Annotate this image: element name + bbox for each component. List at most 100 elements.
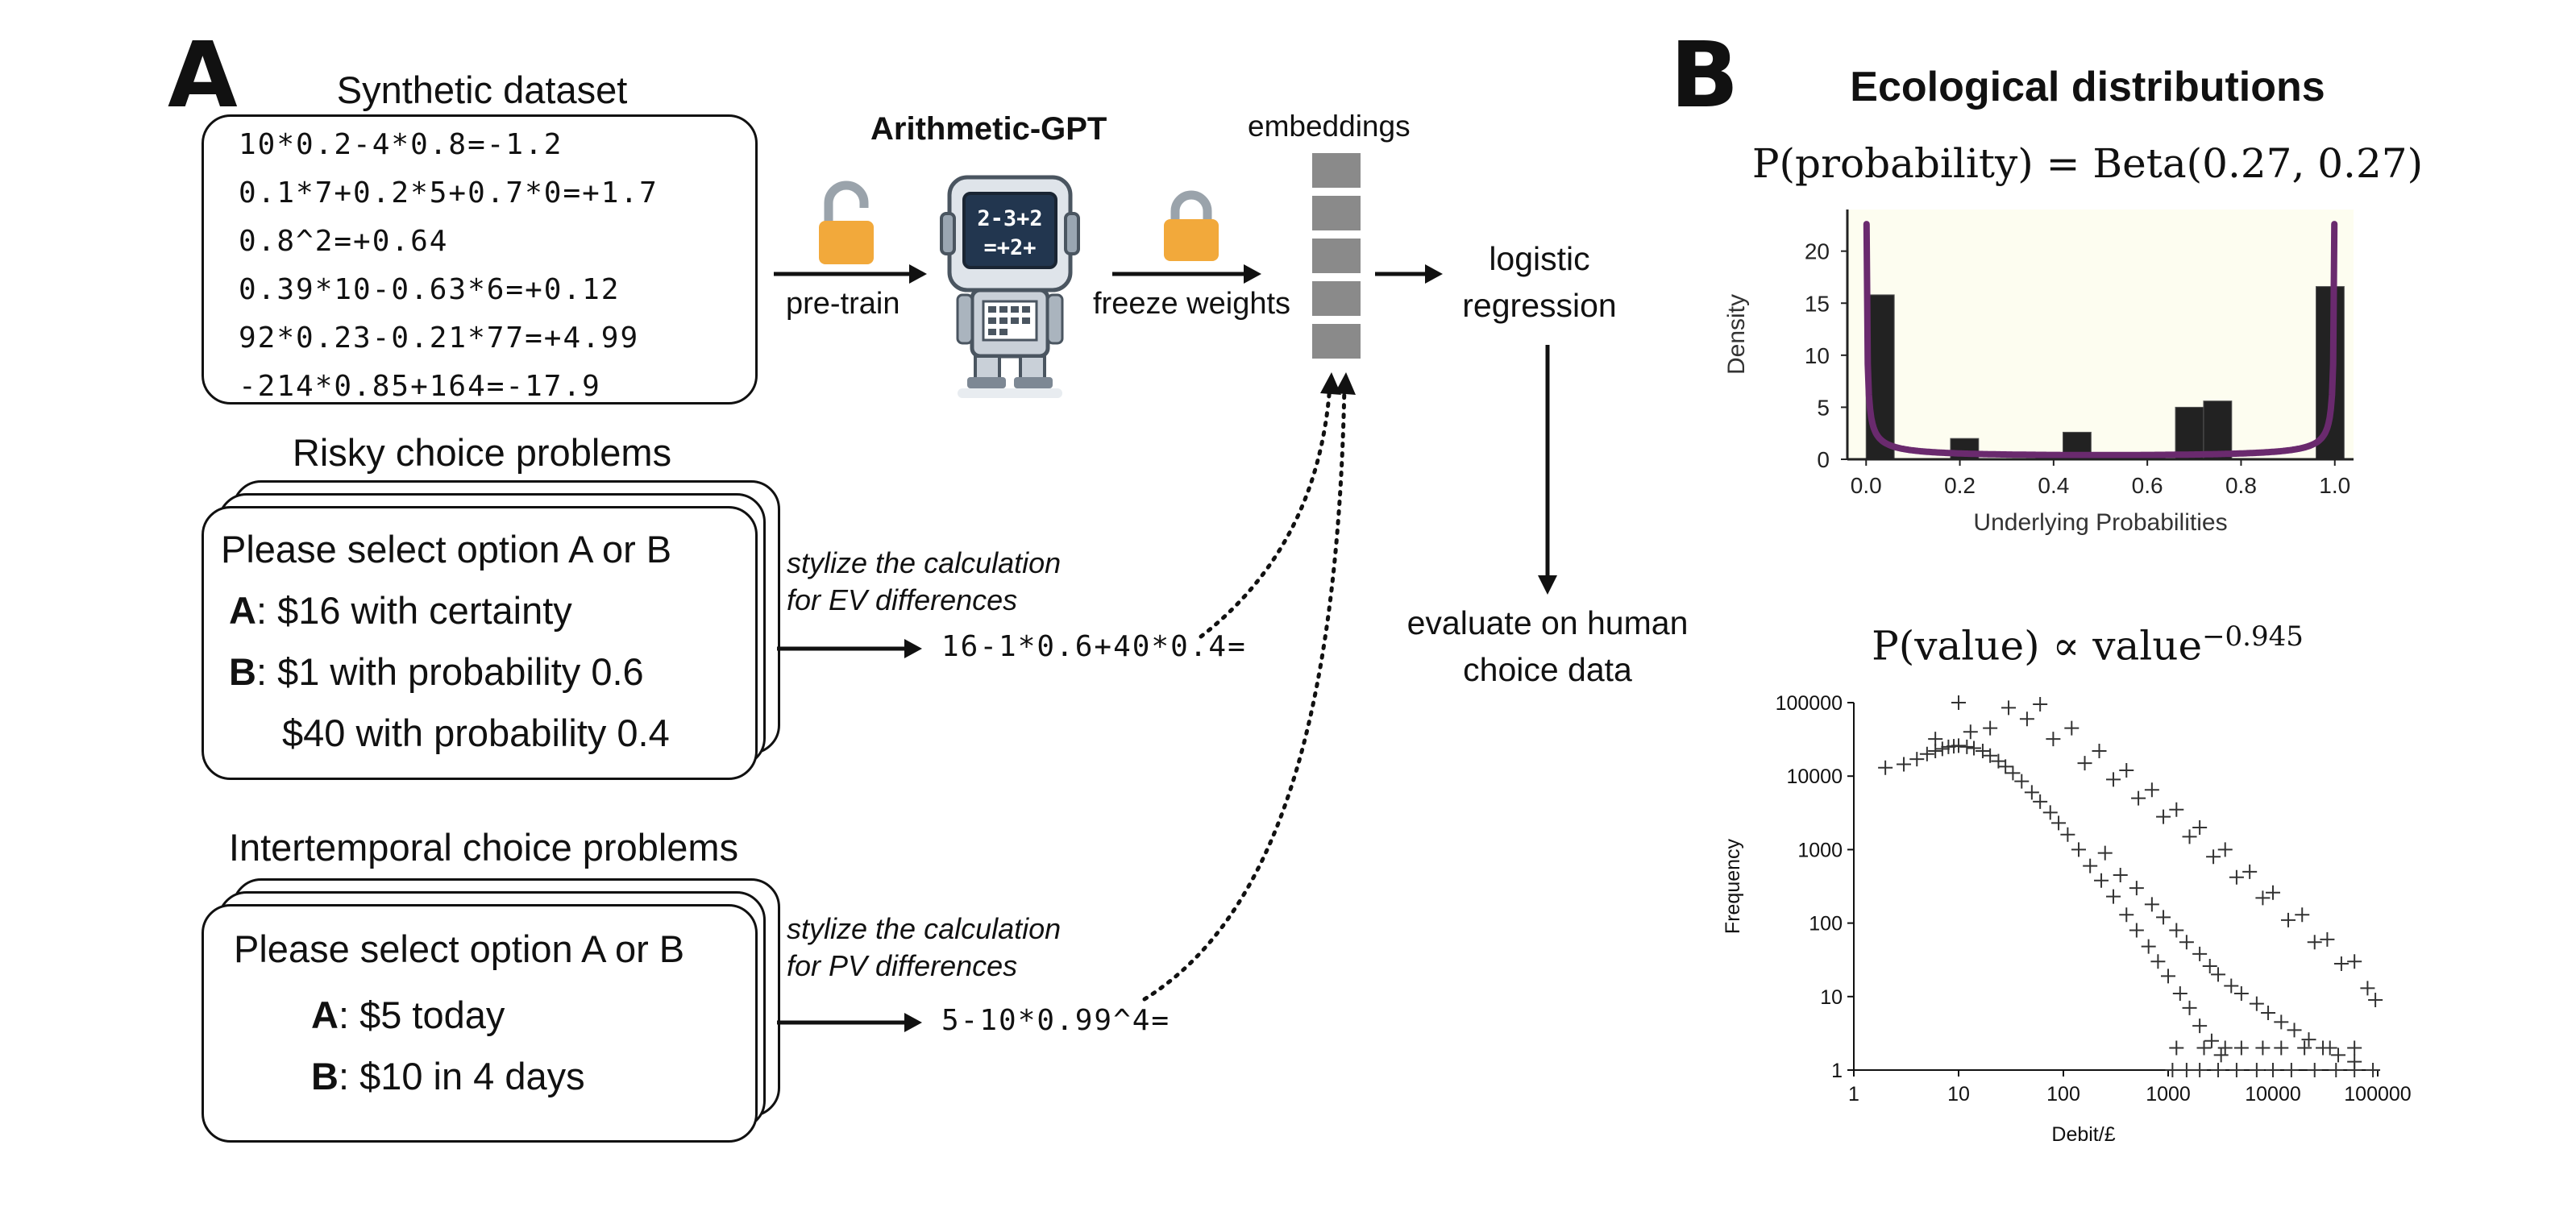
data-point-marker [2283,1063,2299,1077]
data-point-marker [1963,724,1978,740]
data-point-marker [2113,868,2128,883]
data-point-marker [2301,1032,2316,1048]
x-tick-label: 0.4 [2038,473,2069,498]
evaluate-label: evaluate on human choice data [1370,599,1725,693]
data-point-marker [2156,910,2171,925]
risky-b-key: B [229,650,256,693]
model-title: Arithmetic-GPT [870,111,1107,147]
power-law-formula: P(value) ∝ value−0.945 [1773,620,2402,670]
data-point-marker [2333,956,2349,972]
y-axis-title: Density [1723,294,1750,375]
data-point-marker [2046,732,2061,747]
robot-icon: 2-3+2 =+2+ [940,175,1080,398]
data-point-marker [2141,939,2156,954]
data-point-marker [2169,1040,2184,1056]
freeze-arrow [1112,264,1261,284]
regression-word: regression [1462,287,1617,324]
data-point-marker [1983,720,1998,736]
data-point-marker [2097,845,2113,861]
data-point-marker [2161,969,2175,984]
embedding-cell [1312,281,1361,316]
data-point-marker [2213,1048,2229,1063]
data-point-marker [2106,772,2121,787]
intertemporal-stylize-line-2: for PV differences [787,949,1018,982]
data-point-marker [2255,890,2271,906]
data-point-marker [1928,732,1943,747]
data-point-marker [2217,1040,2233,1056]
x-tick-label: 0.8 [2225,473,2257,498]
data-point-marker [2042,805,2058,820]
synthetic-line: 0.8^2=+0.64 [239,225,449,258]
plot-area [1847,210,2354,459]
synthetic-line: 92*0.23-0.21*77=+4.99 [239,322,640,355]
embeddings-label: embeddings [1248,110,1411,143]
unlocked-padlock-icon [819,180,874,264]
data-point-marker [2024,785,2039,800]
x-tick-label: 10 [1947,1083,1970,1106]
data-point-marker [2033,794,2048,809]
risky-a-text: : $16 with certainty [256,589,572,632]
data-point-marker [1983,748,1998,763]
data-point-marker [1897,757,1912,772]
risky-prompt: Please select option A or B [221,528,672,570]
data-point-marker [1934,741,1950,757]
y-tick-label: 5 [1817,395,1830,420]
logistic-word: logistic [1489,240,1590,277]
data-point-marker [2182,1000,2197,1015]
panel-b-letter: B [1670,23,1739,128]
data-point-marker [2229,869,2244,885]
data-point-marker [2242,864,2258,879]
data-point-marker [2192,1063,2208,1077]
data-point-marker [2295,907,2310,923]
risky-stylize-line-2: for EV differences [787,583,1018,616]
embedding-vector [1312,153,1361,367]
robot-screen-line-2: =+2+ [983,235,1036,260]
data-point-marker [2094,873,2109,888]
y-tick-label: 100 [1809,913,1843,936]
to-evaluate-arrow [1538,345,1557,595]
data-point-marker [2261,1006,2276,1021]
data-point-marker [2329,1063,2344,1077]
power-law-exponent: −0.945 [2202,620,2304,653]
data-point-marker [2274,1014,2289,1030]
histogram-bar [2203,400,2233,460]
embedding-cell [1312,239,1361,273]
y-tick-label: 100000 [1776,692,1843,715]
panel-b-title: Ecological distributions [1850,64,2325,110]
data-point-marker [2274,1040,2289,1056]
data-point-marker [2217,842,2233,857]
intertemporal-expression: 5-10*0.99^4= [941,1004,1171,1037]
synthetic-lines: 10*0.2-4*0.8=-1.2 0.1*7+0.2*5+0.7*0=+1.7… [239,121,659,411]
data-point-marker [1951,695,1966,710]
data-point-marker [1919,746,1934,761]
data-point-marker [2165,1063,2180,1077]
data-point-marker [1998,759,2013,774]
robot-screen-line-1: 2-3+2 [977,206,1042,231]
pretrain-label: pre-train [786,287,900,321]
x-tick-label: 0.0 [1851,473,1882,498]
data-point-marker [2051,815,2067,831]
intertemporal-stylize-note: stylize the calculation for PV differenc… [787,911,1061,985]
intertemporal-b-key: B [311,1055,339,1097]
to-regression-arrow [1375,264,1443,284]
data-point-marker [2224,978,2239,994]
data-point-marker [2297,1040,2312,1056]
data-point-marker [2211,1063,2226,1077]
y-axis-title: Frequency [1722,838,1744,934]
risky-option-a: A: $16 with certainty [229,588,572,633]
risky-b-text: : $1 with probability 0.6 [256,650,644,693]
evaluate-line-1: evaluate on human [1406,604,1689,641]
data-point-marker [2144,782,2159,798]
data-point-marker [2331,1048,2346,1063]
panel-a-letter: A [168,23,238,128]
data-point-marker [2280,912,2296,927]
data-point-marker [2368,992,2383,1007]
data-point-marker [2360,981,2375,996]
data-point-marker [2179,935,2194,950]
data-point-marker [2192,819,2208,835]
data-point-marker [2033,697,2048,712]
x-tick-label: 0.2 [1944,473,1976,498]
risky-expression: 16-1*0.6+40*0.4= [941,630,1247,663]
